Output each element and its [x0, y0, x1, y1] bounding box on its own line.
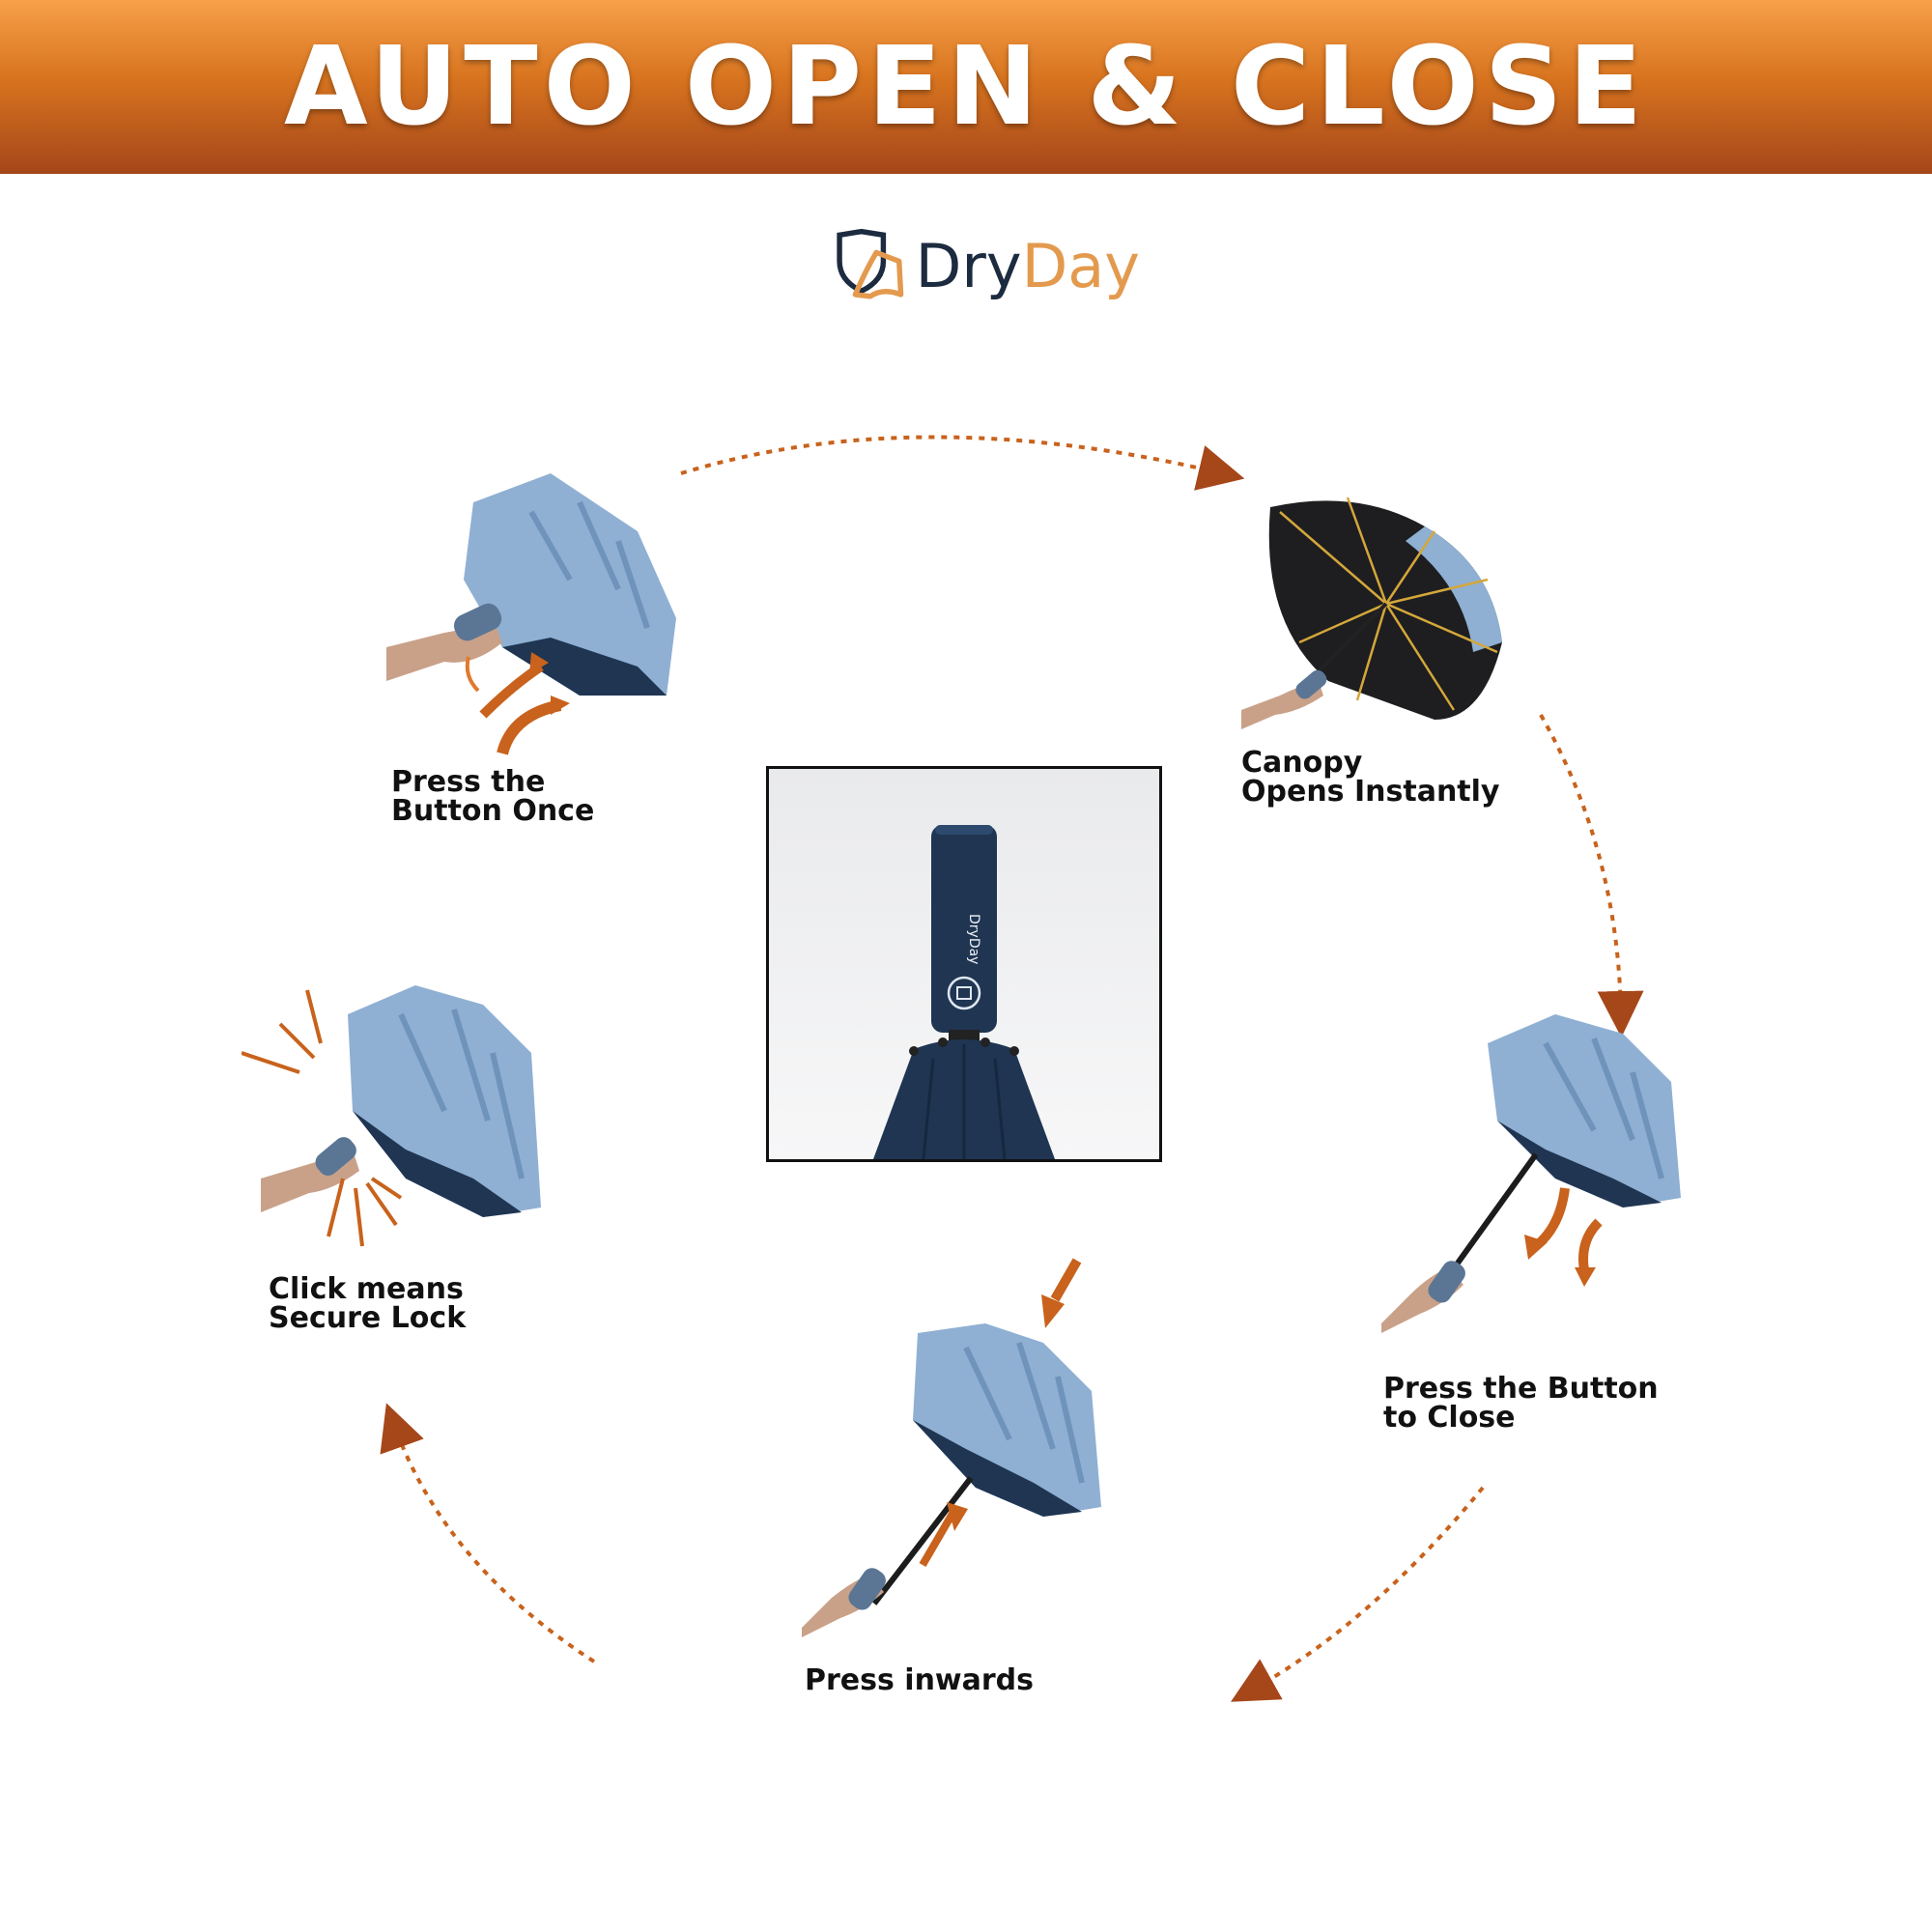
step-canopy-opens: Canopy Opens Instantly — [1241, 488, 1512, 807]
arrow-top — [680, 435, 1245, 491]
step-caption: Press the Button Once — [391, 765, 595, 828]
arrow-bottom-left — [380, 1403, 596, 1663]
secure-lock-umbrella-illustration — [242, 985, 541, 1247]
open-umbrella-hand-illustration — [1241, 497, 1502, 729]
step-press-to-close: Press the Button to Close — [1381, 1014, 1690, 1433]
step-secure-lock: Click means Secure Lock — [242, 985, 551, 1333]
banner-title: AUTO OPEN & CLOSE — [284, 24, 1648, 150]
step-press-button-once: Press the Button Once — [386, 473, 676, 826]
step-caption: Press the Button to Close — [1383, 1372, 1659, 1435]
step-caption: Click means Secure Lock — [269, 1272, 467, 1335]
step-caption: Canopy Opens Instantly — [1241, 746, 1500, 809]
brand-name-dry: Dry — [915, 230, 1022, 301]
header-banner: AUTO OPEN & CLOSE — [0, 0, 1932, 174]
handle-brand-text: DryDay — [966, 914, 981, 965]
folded-umbrella-handle-illustration — [873, 825, 1055, 1159]
shield-book-icon — [837, 228, 904, 299]
brand-name-day: Day — [1021, 230, 1140, 301]
closing-umbrella-hand-illustration — [1381, 1014, 1681, 1333]
press-inwards-umbrella-illustration — [802, 1258, 1101, 1637]
product-closeup-frame: DryDay — [766, 766, 1162, 1162]
arrow-right — [1539, 714, 1644, 1037]
arrow-bottom-right — [1231, 1486, 1485, 1702]
brand-logo: DryDay — [831, 217, 1140, 314]
step-press-inwards: Press inwards — [802, 1256, 1121, 1695]
step-caption: Press inwards — [805, 1663, 1035, 1697]
brand-name: DryDay — [916, 231, 1140, 301]
closed-umbrella-hand-illustration — [386, 473, 676, 755]
